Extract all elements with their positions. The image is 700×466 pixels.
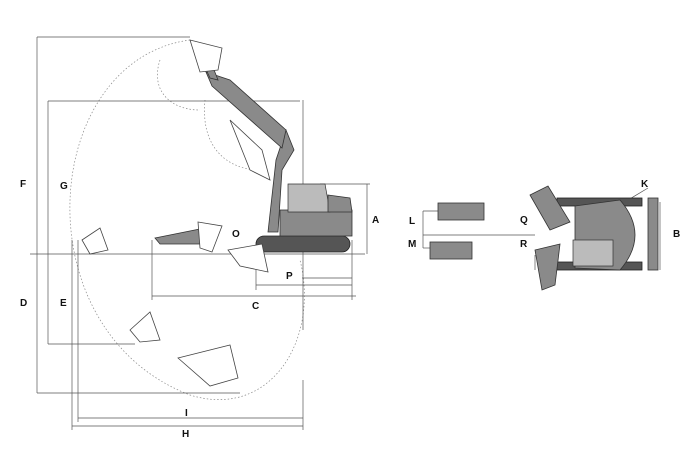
label-F: F bbox=[20, 179, 26, 190]
bucket-far bbox=[81, 227, 109, 255]
label-M: M bbox=[408, 239, 416, 250]
engine-hood bbox=[327, 194, 353, 213]
dimension-labels: F G D E A C H I O P B K L M Q R bbox=[20, 179, 680, 440]
attachment-left-down bbox=[429, 241, 473, 260]
label-E: E bbox=[60, 298, 67, 309]
excavator-top-view bbox=[422, 185, 661, 291]
bucket-top bbox=[189, 39, 223, 73]
cab bbox=[287, 183, 331, 213]
bucket-ground bbox=[227, 243, 269, 273]
boom-lower bbox=[267, 128, 295, 233]
excavator-side-view bbox=[81, 39, 353, 387]
label-G: G bbox=[60, 181, 68, 192]
bucket-extended bbox=[197, 221, 223, 253]
label-R: R bbox=[520, 239, 528, 250]
label-L: L bbox=[409, 216, 415, 227]
bucket-mid bbox=[229, 119, 271, 181]
attachment-left-up bbox=[437, 202, 485, 221]
label-P: P bbox=[286, 271, 293, 282]
upper-structure bbox=[279, 209, 353, 237]
label-H: H bbox=[182, 429, 189, 440]
label-C: C bbox=[252, 301, 259, 312]
bucket-low bbox=[129, 311, 161, 343]
bucket-deep bbox=[177, 344, 239, 387]
label-Q: Q bbox=[520, 215, 528, 226]
track bbox=[255, 235, 351, 253]
label-D: D bbox=[20, 298, 27, 309]
label-O: O bbox=[232, 229, 240, 240]
blade bbox=[647, 197, 659, 271]
dimension-lines bbox=[30, 36, 370, 430]
label-B: B bbox=[673, 229, 680, 240]
label-A: A bbox=[372, 215, 379, 226]
label-I: I bbox=[185, 408, 188, 419]
cab-top bbox=[572, 239, 614, 267]
boom-swing-right bbox=[534, 243, 561, 291]
boom-upper bbox=[205, 71, 287, 149]
label-K: K bbox=[641, 179, 649, 190]
boom-swing-left bbox=[529, 185, 571, 231]
